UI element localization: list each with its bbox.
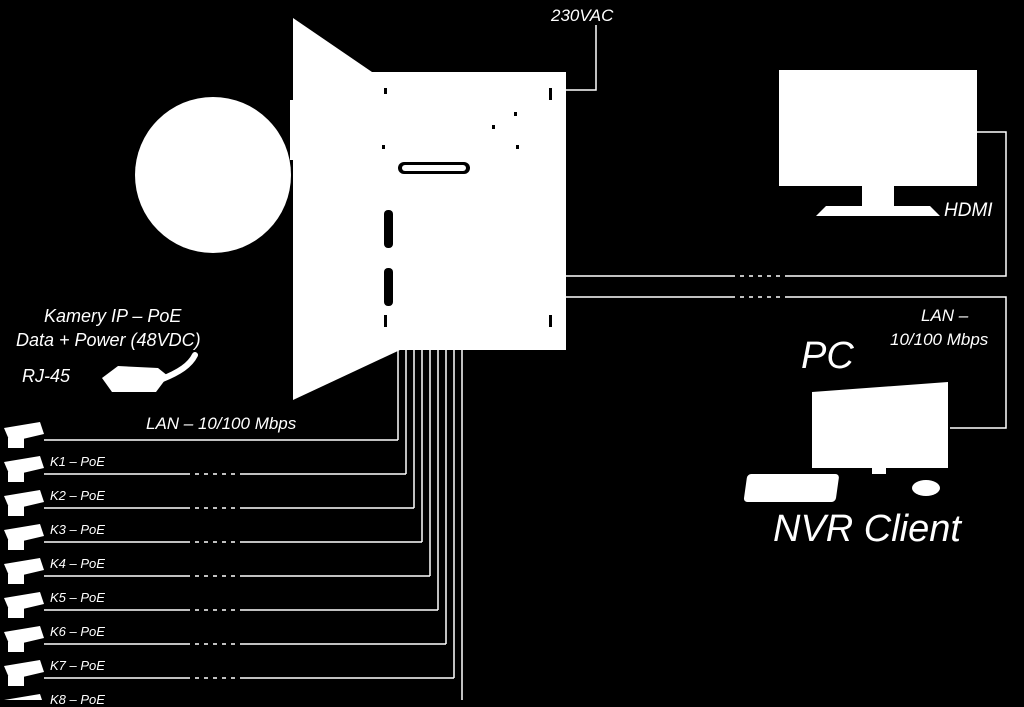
camera-icon <box>4 592 44 618</box>
camera-label: K4 – PoE <box>50 556 105 571</box>
camera-cable-group <box>44 350 463 700</box>
cameras-title-line1: Kamery IP – PoE <box>44 306 182 326</box>
pc-label: PC <box>801 335 854 377</box>
camera-label: K1 – PoE <box>50 454 105 469</box>
camera-icon <box>4 626 44 652</box>
lan-right-label-line2: 10/100 Mbps <box>890 330 989 349</box>
camera-label: K6 – PoE <box>50 624 105 639</box>
camera-icon <box>4 490 44 516</box>
camera-icon <box>4 660 44 686</box>
camera-icon <box>4 524 44 550</box>
camera-icon-group <box>4 422 44 700</box>
pc-icon <box>743 382 948 502</box>
camera-icon <box>4 694 42 700</box>
nvr-client-label: NVR Client <box>773 508 961 550</box>
nvr-device-icon <box>293 72 566 400</box>
hdmi-label: HDMI <box>944 200 993 221</box>
lan-left-label: LAN – 10/100 Mbps <box>146 414 297 433</box>
camera-label: K3 – PoE <box>50 522 105 537</box>
camera-icon <box>4 456 44 482</box>
camera-label: K7 – PoE <box>50 658 105 673</box>
camera-icon <box>4 558 44 584</box>
camera-label: K5 – PoE <box>50 590 105 605</box>
rj45-label: RJ-45 <box>22 366 71 386</box>
camera-icon <box>4 422 44 448</box>
monitor-icon <box>779 70 977 216</box>
rj45-plug-icon <box>102 352 198 392</box>
lan-right-label-line1: LAN – <box>921 306 969 325</box>
power-label: 230VAC <box>551 6 614 25</box>
cameras-title-line2: Data + Power (48VDC) <box>16 330 201 350</box>
camera-label: K2 – PoE <box>50 488 105 503</box>
